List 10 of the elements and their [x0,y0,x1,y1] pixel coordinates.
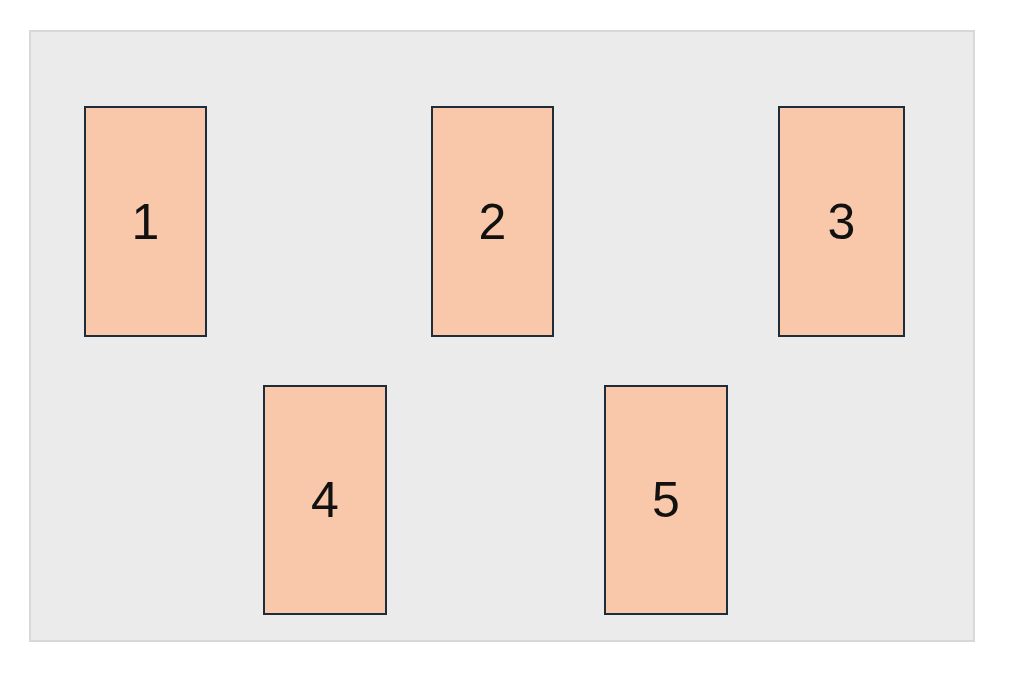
card [778,106,905,337]
card [263,385,387,615]
card [431,106,554,337]
card-number: 2 [478,196,507,247]
card-number: 4 [311,475,339,525]
card [84,106,207,337]
card-number: 5 [652,475,680,525]
card-number: 3 [827,196,856,247]
card [604,385,728,615]
card-number: 1 [131,196,160,247]
